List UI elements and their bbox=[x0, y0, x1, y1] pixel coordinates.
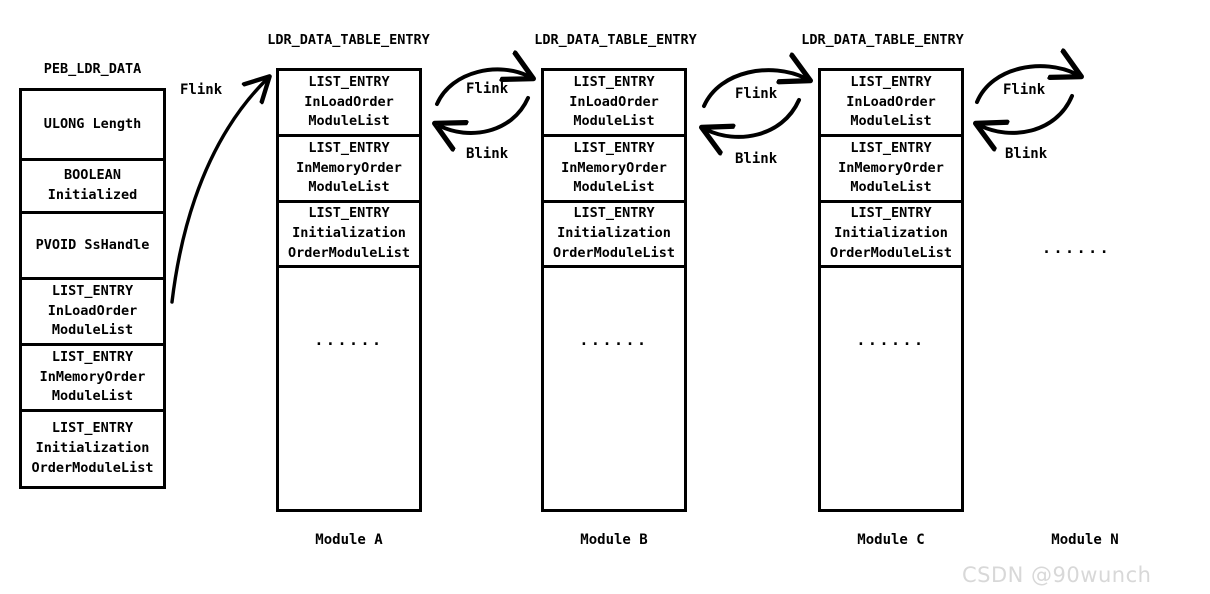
field-line: InMemoryOrder bbox=[838, 159, 944, 176]
connector-b-to-c-arrow bbox=[704, 70, 805, 137]
field-line: LIST_ENTRY bbox=[308, 139, 390, 156]
field-line: LIST_ENTRY bbox=[850, 205, 932, 222]
field-line: InMemoryOrder bbox=[561, 159, 667, 176]
module-n-caption: Module N bbox=[1051, 532, 1119, 548]
field-line: ModuleList bbox=[850, 179, 932, 196]
connector-a-to-b-flink-label: Flink bbox=[466, 81, 509, 97]
connector-peb-to-a-flink-label: Flink bbox=[180, 82, 223, 98]
field-line: InLoadOrder bbox=[846, 93, 936, 110]
peb-field-sshandle: PVOID SsHandle bbox=[22, 214, 163, 280]
field-line: LIST_ENTRY bbox=[850, 139, 932, 156]
watermark: CSDN @90wunch bbox=[962, 563, 1152, 587]
field-line: OrderModuleList bbox=[553, 244, 675, 261]
field-line: ULONG Length bbox=[43, 115, 142, 132]
field-line: InLoadOrder bbox=[569, 93, 659, 110]
module-c-field-inmemoryorder: LIST_ENTRY InMemoryOrder ModuleList bbox=[821, 137, 961, 203]
field-line: ModuleList bbox=[308, 113, 390, 130]
connector-a-to-b-arrow bbox=[437, 69, 528, 133]
peb-field-length: ULONG Length bbox=[22, 91, 163, 161]
module-a-field-initializationorder: LIST_ENTRY Initialization OrderModuleLis… bbox=[279, 203, 419, 268]
ellipsis: ...... bbox=[856, 331, 926, 350]
connector-b-to-c-blink-label: Blink bbox=[735, 151, 778, 167]
field-line: LIST_ENTRY bbox=[308, 73, 390, 90]
field-line: InLoadOrder bbox=[304, 93, 394, 110]
peb-field-initializationorder: LIST_ENTRY Initialization OrderModuleLis… bbox=[22, 412, 163, 486]
field-line: ModuleList bbox=[308, 179, 390, 196]
module-b-box: LIST_ENTRY InLoadOrder ModuleList LIST_E… bbox=[541, 68, 687, 512]
peb-field-inmemoryorder: LIST_ENTRY InMemoryOrder ModuleList bbox=[22, 346, 163, 412]
module-c-box: LIST_ENTRY InLoadOrder ModuleList LIST_E… bbox=[818, 68, 964, 512]
field-line: ModuleList bbox=[573, 113, 655, 130]
module-n-ellipsis: ...... bbox=[1042, 239, 1112, 257]
field-line: OrderModuleList bbox=[31, 459, 154, 476]
field-line: Initialization bbox=[35, 440, 150, 457]
module-a-box: LIST_ENTRY InLoadOrder ModuleList LIST_E… bbox=[276, 68, 422, 512]
field-line: BOOLEAN bbox=[64, 167, 121, 184]
ellipsis: ...... bbox=[314, 331, 384, 350]
module-b-field-initializationorder: LIST_ENTRY Initialization OrderModuleLis… bbox=[544, 203, 684, 268]
connector-b-to-c-flink-label: Flink bbox=[735, 86, 778, 102]
peb-ldr-data-box: ULONG Length BOOLEAN Initialized PVOID S… bbox=[19, 88, 166, 489]
field-line: ModuleList bbox=[51, 322, 134, 339]
field-line: InMemoryOrder bbox=[296, 159, 402, 176]
connector-peb-to-a-arrow bbox=[170, 80, 266, 304]
connector-c-to-n-arrow bbox=[977, 66, 1076, 133]
module-b-header: LDR_DATA_TABLE_ENTRY bbox=[534, 32, 697, 48]
peb-field-inloadorder: LIST_ENTRY InLoadOrder ModuleList bbox=[22, 280, 163, 346]
field-line: LIST_ENTRY bbox=[51, 420, 134, 437]
module-a-field-inmemoryorder: LIST_ENTRY InMemoryOrder ModuleList bbox=[279, 137, 419, 203]
module-c-field-initializationorder: LIST_ENTRY Initialization OrderModuleLis… bbox=[821, 203, 961, 268]
module-a-field-inloadorder: LIST_ENTRY InLoadOrder ModuleList bbox=[279, 71, 419, 137]
field-line: LIST_ENTRY bbox=[51, 282, 134, 299]
peb-field-initialized: BOOLEAN Initialized bbox=[22, 161, 163, 214]
module-b-field-inloadorder: LIST_ENTRY InLoadOrder ModuleList bbox=[544, 71, 684, 137]
field-line: OrderModuleList bbox=[830, 244, 952, 261]
module-b-field-inmemoryorder: LIST_ENTRY InMemoryOrder ModuleList bbox=[544, 137, 684, 203]
field-line: PVOID SsHandle bbox=[35, 236, 150, 253]
field-line: InMemoryOrder bbox=[39, 368, 146, 385]
field-line: OrderModuleList bbox=[288, 244, 410, 261]
peb-ldr-data-title: PEB_LDR_DATA bbox=[43, 61, 142, 77]
connector-c-to-n-blink-label: Blink bbox=[1005, 146, 1048, 162]
field-line: ModuleList bbox=[51, 388, 134, 405]
field-line: LIST_ENTRY bbox=[308, 205, 390, 222]
field-line: InLoadOrder bbox=[47, 302, 138, 319]
field-line: LIST_ENTRY bbox=[51, 348, 134, 365]
field-line: LIST_ENTRY bbox=[850, 73, 932, 90]
field-line: Initialized bbox=[47, 187, 138, 203]
module-a-caption: Module A bbox=[315, 532, 383, 548]
module-c-caption: Module C bbox=[857, 532, 925, 548]
module-b-field-remainder: ...... bbox=[544, 268, 684, 509]
field-line: LIST_ENTRY bbox=[573, 73, 655, 90]
connector-c-to-n-flink-label: Flink bbox=[1003, 82, 1046, 98]
field-line: Initialization bbox=[834, 225, 948, 242]
field-line: Initialization bbox=[557, 225, 671, 242]
module-c-field-inloadorder: LIST_ENTRY InLoadOrder ModuleList bbox=[821, 71, 961, 137]
module-b-caption: Module B bbox=[580, 532, 648, 548]
ellipsis: ...... bbox=[579, 331, 649, 350]
module-c-header: LDR_DATA_TABLE_ENTRY bbox=[801, 32, 964, 48]
field-line: LIST_ENTRY bbox=[573, 139, 655, 156]
module-a-field-remainder: ...... bbox=[279, 268, 419, 509]
module-c-field-remainder: ...... bbox=[821, 268, 961, 509]
field-line: ModuleList bbox=[850, 113, 932, 130]
module-a-header: LDR_DATA_TABLE_ENTRY bbox=[267, 32, 430, 48]
field-line: ModuleList bbox=[573, 179, 655, 196]
field-line: Initialization bbox=[292, 225, 406, 242]
connector-a-to-b-blink-label: Blink bbox=[466, 146, 509, 162]
field-line: LIST_ENTRY bbox=[573, 205, 655, 222]
